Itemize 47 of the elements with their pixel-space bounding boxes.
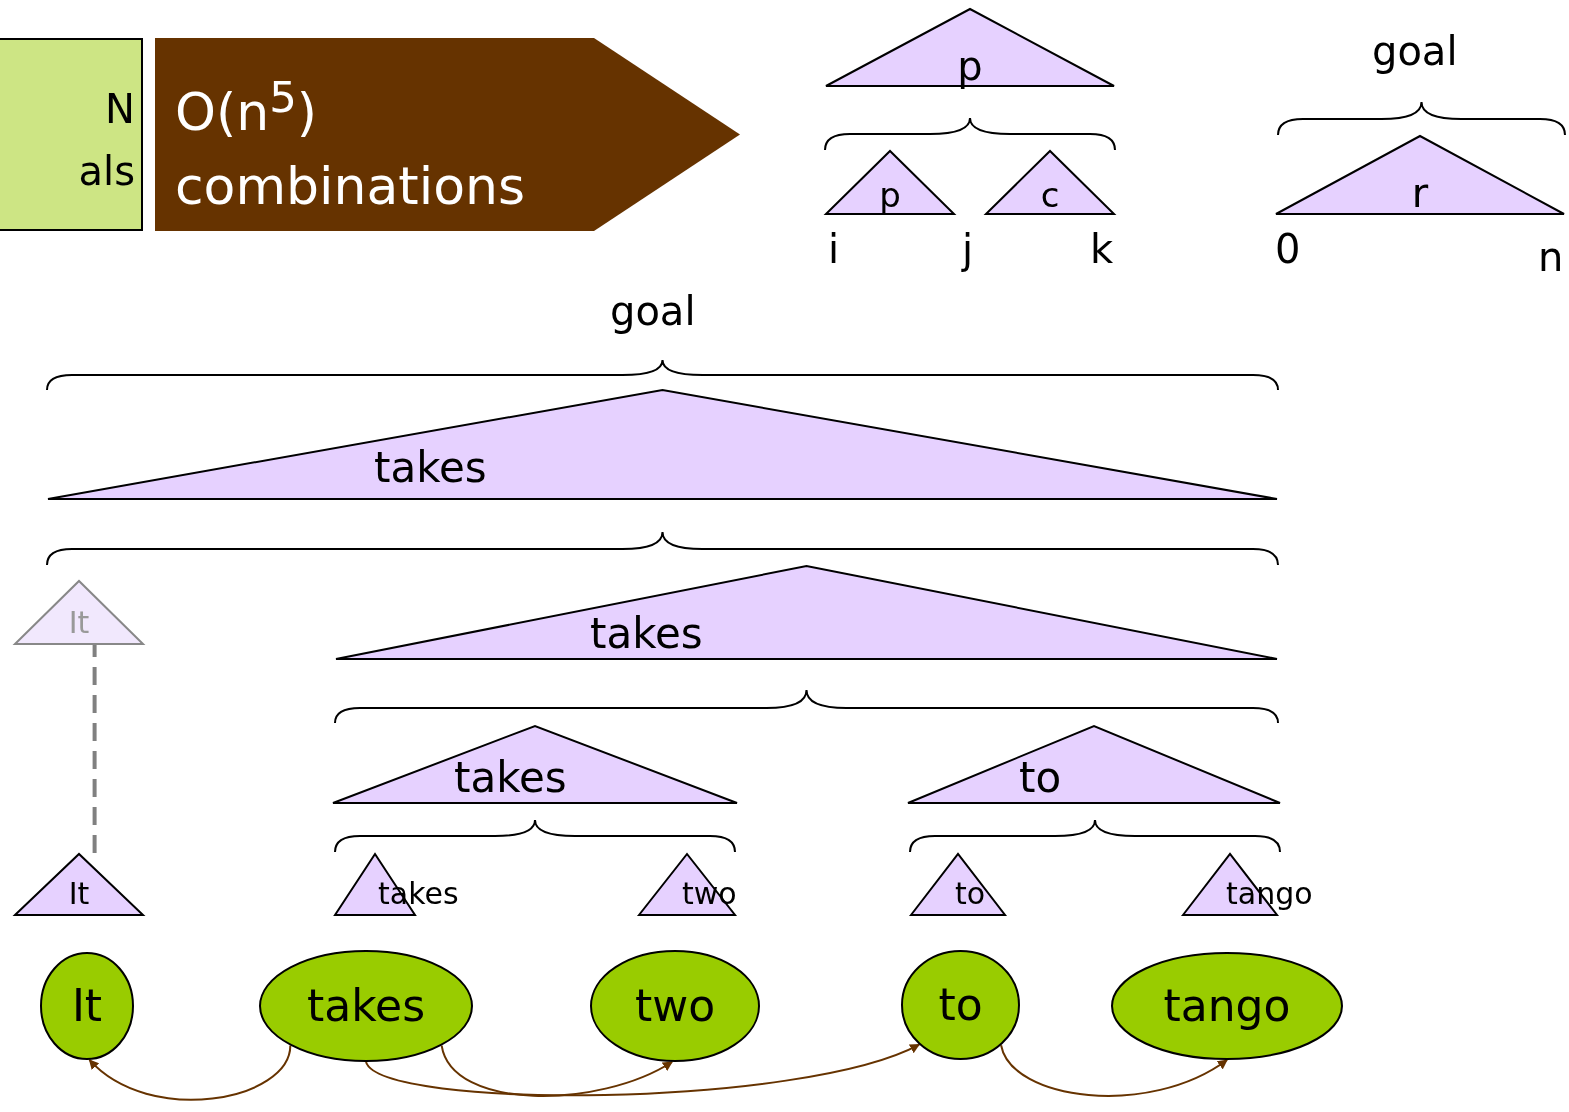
node-text: to (955, 879, 986, 909)
tree-triangle (47, 389, 1278, 500)
arrow (365, 1043, 921, 1096)
node-text: takes (590, 613, 703, 655)
node-text: to (937, 979, 984, 1030)
arrow (440, 1044, 674, 1097)
dashed-line (92, 645, 97, 853)
node-text: tango (1162, 980, 1292, 1031)
node-text: takes (454, 757, 567, 799)
node-text: O(n$^{5}$) combinations (175, 71, 527, 219)
bracket-label: goal (1372, 28, 1458, 74)
word-ellipse (259, 950, 473, 1062)
tree-triangle (14, 580, 144, 645)
bracket-label: 0 (1275, 226, 1301, 272)
tree-triangle (335, 565, 1278, 660)
node-text: It (70, 980, 104, 1031)
tree-triangle (985, 150, 1115, 215)
node-text: to (1019, 757, 1062, 799)
tree-triangle (14, 853, 144, 916)
node-text: takes (374, 447, 487, 489)
tree-triangle (910, 853, 1006, 916)
node-text: takes (305, 980, 427, 1031)
bracket-label: n (1538, 234, 1564, 280)
node-text: N als (77, 85, 135, 196)
bracket-label: i (828, 226, 840, 272)
bracket-label: j (962, 226, 974, 272)
node-text: It (67, 879, 91, 909)
bracket-label: k (1090, 226, 1114, 272)
node-text: p (878, 178, 902, 212)
tree-triangle (332, 725, 738, 804)
arrow (1000, 1044, 1228, 1097)
label-box (0, 38, 143, 231)
node-text: It (67, 608, 91, 638)
node-text: r (1410, 173, 1430, 213)
word-ellipse (40, 952, 134, 1060)
tree-triangle (825, 8, 1115, 87)
node-text: two (633, 980, 717, 1031)
tree-triangle (825, 150, 955, 215)
word-ellipse (901, 950, 1020, 1060)
node-text: c (1039, 178, 1061, 212)
pentagon-arrow (155, 38, 740, 231)
bracket-label: goal (610, 288, 696, 334)
tree-triangle (907, 725, 1281, 804)
arrow (88, 1044, 292, 1101)
tree-triangle (1275, 135, 1565, 215)
word-ellipse (590, 950, 760, 1062)
word-ellipse (1111, 952, 1343, 1060)
